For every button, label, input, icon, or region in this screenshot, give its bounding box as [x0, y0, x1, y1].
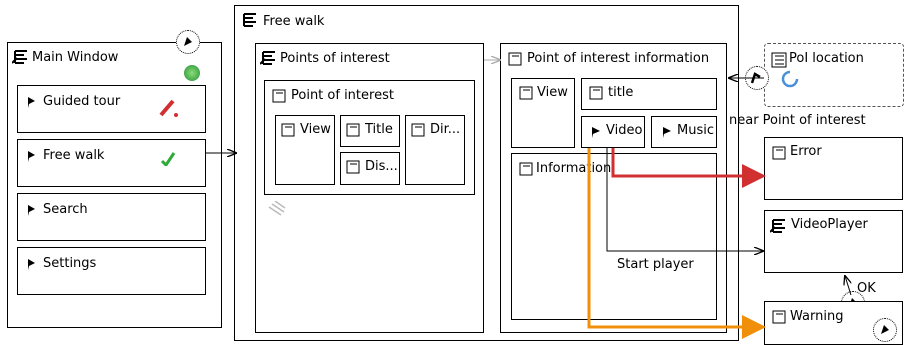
doc-icon	[771, 52, 787, 72]
poi-title-label: Title	[365, 122, 393, 137]
menu-item-label: Settings	[43, 256, 97, 271]
error-title: Error	[790, 144, 822, 159]
poi-distance-label: Dis...	[365, 159, 398, 174]
poi-location-window: PoI location	[764, 43, 904, 107]
doc-icon	[519, 162, 533, 180]
status-dot-icon	[184, 65, 200, 81]
poi-location-title: PoI location	[789, 51, 864, 66]
music-button[interactable]: Music	[651, 116, 717, 148]
doc-icon	[772, 310, 786, 328]
menu-item-settings[interactable]: Settings	[17, 247, 206, 295]
free-walk-title: Free walk	[263, 14, 325, 29]
window-icon	[241, 12, 259, 32]
navigation-icon[interactable]	[176, 30, 200, 54]
near-poi-edge-label: near Point of interest	[729, 113, 866, 128]
information-field: Information	[511, 153, 717, 320]
error-window: Error	[764, 137, 903, 200]
start-player-label: Start player	[617, 257, 694, 272]
menu-item-search[interactable]: Search	[17, 193, 206, 241]
flag-icon	[661, 126, 673, 142]
music-label: Music	[677, 123, 714, 138]
doc-icon	[272, 89, 286, 107]
main-window-title: Main Window	[32, 50, 119, 65]
doc-icon	[346, 160, 360, 178]
points-title: Points of interest	[280, 51, 390, 66]
menu-item-guided-tour[interactable]: Guided tour	[17, 85, 206, 133]
warning-title: Warning	[790, 309, 844, 324]
poi-distance-field[interactable]: Dis...	[340, 152, 400, 185]
video-button[interactable]: Video	[581, 116, 645, 148]
list-icon	[259, 50, 278, 70]
video-label: Video	[606, 123, 643, 138]
window-icon	[11, 49, 30, 69]
ok-edge-label: OK	[857, 281, 876, 296]
navigation-icon[interactable]	[873, 318, 897, 342]
loading-spinner-icon	[781, 70, 799, 92]
information-label: Information	[536, 161, 612, 176]
doc-icon	[772, 146, 786, 164]
doc-icon	[281, 123, 295, 141]
info-title-field[interactable]: title	[581, 78, 717, 110]
poi-direction-field[interactable]: Dir...	[405, 115, 465, 185]
video-player-title: VideoPlayer	[791, 217, 868, 232]
menu-item-label: Search	[43, 202, 88, 217]
flag-icon	[26, 204, 36, 220]
menu-item-label: Guided tour	[43, 94, 121, 109]
flag-icon	[590, 126, 602, 142]
video-player-window: VideoPlayer	[764, 210, 903, 273]
navigation-icon[interactable]	[745, 66, 769, 90]
poi-view-field[interactable]: View	[275, 115, 335, 185]
info-title-label: title	[608, 85, 634, 100]
doc-icon	[589, 86, 603, 104]
doc-icon	[346, 123, 360, 141]
pen-icon	[158, 98, 180, 122]
doc-icon	[411, 123, 425, 141]
poi-title: Point of interest	[291, 88, 394, 103]
info-title: Point of interest information	[527, 51, 710, 66]
menu-item-label: Free walk	[43, 148, 105, 163]
repeat-indicator-icon	[268, 200, 286, 221]
window-icon	[769, 218, 788, 238]
flag-icon	[26, 96, 36, 112]
info-view-field[interactable]: View	[511, 78, 575, 148]
info-view-label: View	[537, 85, 568, 100]
doc-icon	[519, 86, 533, 104]
poi-view-label: View	[300, 122, 331, 137]
flag-icon	[26, 258, 36, 274]
poi-title-field[interactable]: Title	[340, 115, 400, 147]
check-icon	[160, 152, 176, 170]
flag-icon	[26, 150, 36, 166]
poi-direction-label: Dir...	[430, 122, 461, 137]
doc-icon	[508, 52, 522, 70]
menu-item-free-walk[interactable]: Free walk	[17, 139, 206, 187]
